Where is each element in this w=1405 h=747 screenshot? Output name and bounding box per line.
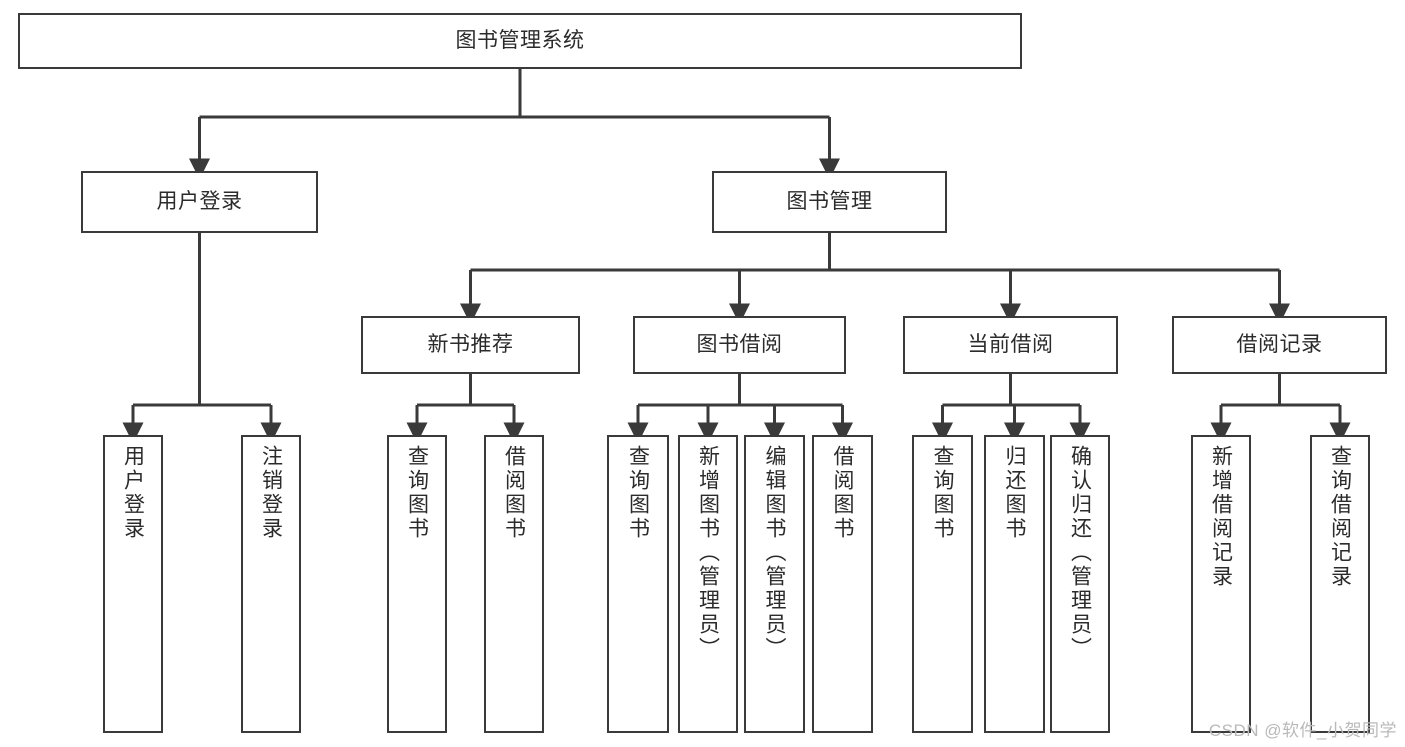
node-label: 查询图书 xyxy=(405,445,429,541)
watermark-text: CSDN @软件_小贺同学 xyxy=(1208,721,1397,740)
node-root[interactable]: 图书管理系统 xyxy=(18,13,1022,69)
node-user-login[interactable]: 用户登录 xyxy=(81,171,318,233)
node-leaf-borrow-edit[interactable]: 编辑图书（管理员） xyxy=(744,435,805,733)
node-leaf-rec-query[interactable]: 查询图书 xyxy=(387,435,447,733)
node-label: 新增图书（管理员） xyxy=(696,445,720,661)
node-label: 新书推荐 xyxy=(427,333,514,357)
node-label: 借阅图书 xyxy=(502,445,526,541)
node-label: 编辑图书（管理员） xyxy=(763,445,786,661)
node-leaf-rec-add[interactable]: 新增借阅记录 xyxy=(1191,435,1251,733)
node-label: 注销登录 xyxy=(259,445,283,541)
node-leaf-cur-confirm[interactable]: 确认归还（管理员） xyxy=(1050,435,1110,733)
node-leaf-rec-search[interactable]: 查询借阅记录 xyxy=(1310,435,1370,733)
node-book-manage[interactable]: 图书管理 xyxy=(712,171,947,233)
node-label: 图书管理 xyxy=(786,190,873,214)
node-label: 确认归还（管理员） xyxy=(1068,445,1092,661)
node-leaf-user-login[interactable]: 用户登录 xyxy=(103,435,163,733)
node-borrow-record[interactable]: 借阅记录 xyxy=(1172,316,1387,374)
node-label: 查询图书 xyxy=(626,445,650,541)
node-label: 用户登录 xyxy=(156,190,243,214)
node-label: 图书管理系统 xyxy=(455,29,585,53)
node-label: 新增借阅记录 xyxy=(1209,445,1233,589)
node-label: 查询借阅记录 xyxy=(1328,445,1352,589)
node-leaf-borrow-query[interactable]: 查询图书 xyxy=(607,435,669,733)
node-leaf-rec-borrow[interactable]: 借阅图书 xyxy=(484,435,544,733)
node-leaf-cur-return[interactable]: 归还图书 xyxy=(984,435,1045,733)
node-label: 用户登录 xyxy=(121,445,145,541)
node-current-borrow[interactable]: 当前借阅 xyxy=(903,316,1118,374)
node-label: 当前借阅 xyxy=(967,333,1054,357)
node-label: 借阅记录 xyxy=(1236,333,1323,357)
node-new-book-rec[interactable]: 新书推荐 xyxy=(361,316,580,374)
node-leaf-borrow-add[interactable]: 新增图书（管理员） xyxy=(678,435,738,733)
node-book-borrow[interactable]: 图书借阅 xyxy=(633,316,846,374)
node-label: 归还图书 xyxy=(1003,445,1026,541)
node-label: 查询图书 xyxy=(931,445,954,541)
node-label: 图书借阅 xyxy=(696,333,783,357)
node-label: 借阅图书 xyxy=(831,445,854,541)
node-leaf-cur-query[interactable]: 查询图书 xyxy=(912,435,973,733)
node-leaf-user-logout[interactable]: 注销登录 xyxy=(241,435,301,733)
node-leaf-borrow-do[interactable]: 借阅图书 xyxy=(812,435,873,733)
